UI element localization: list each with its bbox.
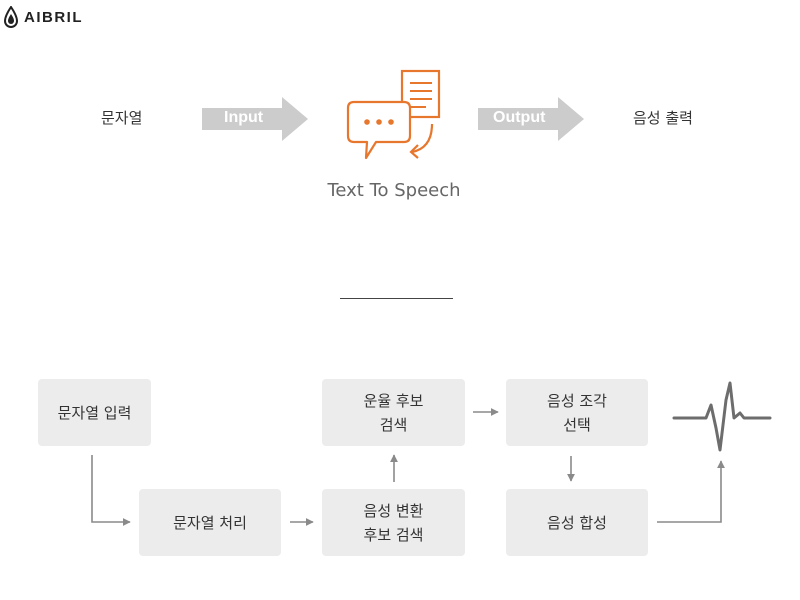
- section-divider: [340, 298, 453, 299]
- input-arrow-label: Input: [224, 109, 264, 126]
- aibril-logo: AIBRIL: [4, 6, 83, 28]
- box-string-processing-label: 문자열 처리: [173, 513, 247, 532]
- box-string-processing: 문자열 처리: [139, 489, 281, 556]
- output-arrow: [478, 97, 584, 141]
- logo-text: AIBRIL: [24, 8, 83, 26]
- waveform-icon: [672, 381, 772, 452]
- box-prosody-line1: 운율 후보: [363, 391, 424, 410]
- output-arrow-label: Output: [493, 109, 546, 126]
- input-string-label: 문자열: [101, 109, 143, 127]
- box-prosody-line2: 검색: [379, 415, 408, 434]
- connector-input-to-processing: [91, 455, 131, 526]
- drop-logo-icon: [4, 6, 18, 28]
- box-string-input-label: 문자열 입력: [57, 403, 132, 422]
- box-speech-synthesis: 음성 합성: [506, 489, 648, 556]
- box-prosody-candidate-search: 운율 후보 검색: [322, 379, 465, 446]
- box-speech-synthesis-label: 음성 합성: [547, 513, 607, 532]
- connector-synthesis-to-waveform: [657, 460, 725, 523]
- input-arrow: [202, 97, 308, 141]
- box-conversion-line2: 후보 검색: [363, 525, 424, 544]
- box-segment-line2: 선택: [563, 415, 591, 434]
- box-segment-selection: 음성 조각 선택: [506, 379, 648, 446]
- tts-caption: Text To Speech: [327, 180, 461, 201]
- box-speech-conversion-search: 음성 변환 후보 검색: [322, 489, 465, 556]
- box-segment-line1: 음성 조각: [547, 391, 607, 410]
- tts-chat-document-icon: [346, 69, 441, 160]
- output-speech-label: 음성 출력: [633, 109, 693, 127]
- box-string-input: 문자열 입력: [38, 379, 151, 446]
- box-conversion-line1: 음성 변환: [363, 501, 424, 520]
